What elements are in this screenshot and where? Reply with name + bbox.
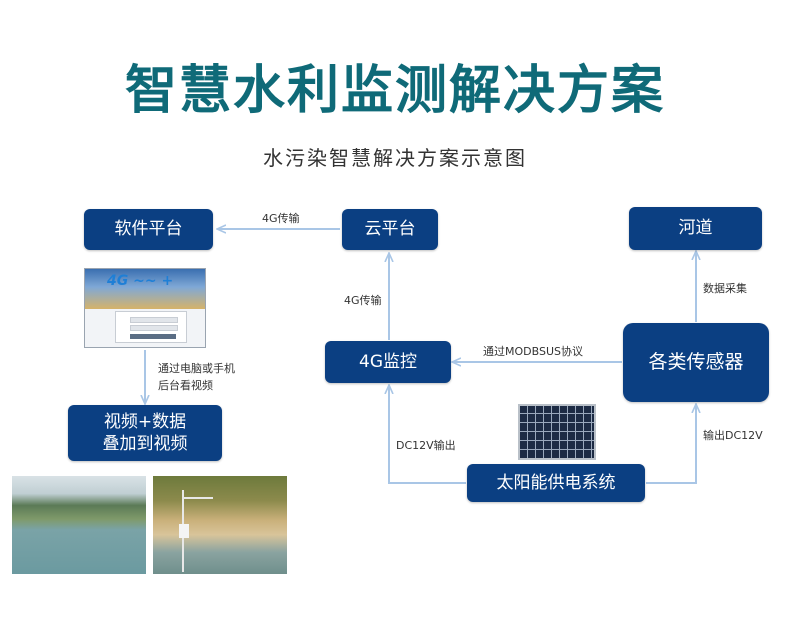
- edge-solar-to-sensors: [646, 405, 696, 484]
- monitoring-station-photo-image: [153, 476, 287, 574]
- edge-label-river-data-collection: 数据采集: [703, 282, 747, 295]
- edge-label-sensors-to-monitor: 通过MODBSUS协议: [483, 345, 583, 358]
- edge-label-solar-to-sensors: 输出DC12V: [703, 429, 763, 442]
- cloud-platform-node: 云平台: [342, 209, 438, 250]
- edge-solar-to-monitor: [389, 386, 466, 484]
- solar-panel-image: [518, 404, 596, 460]
- login-form: [115, 311, 187, 343]
- software-platform-node: 软件平台: [84, 209, 213, 250]
- login-banner: [85, 269, 205, 309]
- monitoring-pole-icon: [179, 490, 213, 572]
- login-screenshot-image: 4G ~~ +: [84, 268, 206, 348]
- edge-label-cloud-to-software: 4G传输: [262, 212, 300, 225]
- solar-power-node: 太阳能供电系统: [467, 464, 645, 502]
- edge-label-view-video-line2: 后台看视频: [158, 379, 213, 392]
- edge-label-solar-to-monitor: DC12V输出: [396, 439, 456, 452]
- login-username-row: [130, 317, 178, 323]
- 4g-logo-icon: 4G ~~ +: [107, 273, 174, 289]
- diagram-subtitle: 水污染智慧解决方案示意图: [263, 146, 527, 170]
- video-data-line2: 叠加到视频: [102, 434, 188, 454]
- sensors-node: 各类传感器: [623, 323, 769, 402]
- river-photo-image: [12, 476, 146, 574]
- video-data-node: 视频+数据 叠加到视频: [68, 405, 222, 461]
- river-node: 河道: [629, 207, 762, 250]
- page-title: 智慧水利监测解决方案: [124, 61, 665, 121]
- edge-label-monitor-to-cloud: 4G传输: [344, 294, 382, 307]
- video-data-line1: 视频+数据: [103, 411, 187, 432]
- edge-label-view-video-line1: 通过电脑或手机: [158, 362, 235, 375]
- login-password-row: [130, 325, 178, 331]
- 4g-monitor-node: 4G监控: [325, 341, 451, 383]
- login-button-shape: [130, 334, 176, 339]
